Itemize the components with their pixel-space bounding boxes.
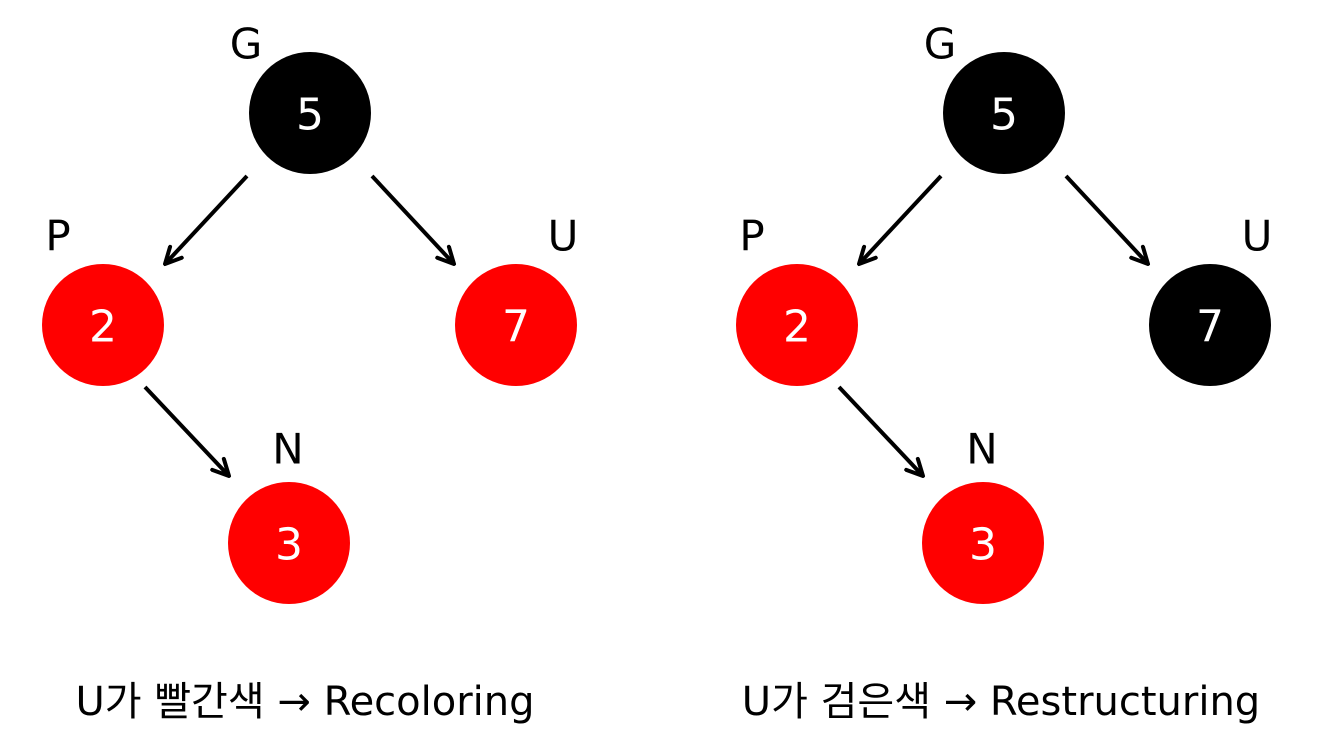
node-p-role-label: P xyxy=(739,212,764,261)
node-n-role-label: N xyxy=(272,425,303,474)
node-u-value: 7 xyxy=(1196,302,1224,353)
node-g: 5 G xyxy=(924,20,1065,174)
node-p: 2 P xyxy=(42,212,164,386)
caption-restructuring: U가 검은색 → Restructuring xyxy=(742,679,1260,725)
edge-p-to-n xyxy=(143,385,231,478)
edge-g-to-u xyxy=(370,174,456,266)
node-u-circle xyxy=(455,264,577,386)
node-u-circle xyxy=(1149,264,1271,386)
edge-g-to-u xyxy=(1064,174,1150,266)
node-p-circle xyxy=(42,264,164,386)
node-p: 2 P xyxy=(736,212,858,386)
node-n-value: 3 xyxy=(275,520,303,571)
node-n-role-label: N xyxy=(966,425,997,474)
node-p-role-label: P xyxy=(45,212,70,261)
node-n: 3 N xyxy=(228,425,350,604)
edge-g-to-p xyxy=(163,174,249,266)
edge-p-to-n xyxy=(837,385,925,478)
panel-restructuring: 5 G 2 P 7 U 3 N U가 검은색 → Restructuring xyxy=(736,20,1273,725)
node-g: 5 G xyxy=(230,20,371,174)
node-p-value: 2 xyxy=(89,302,117,353)
panel-recoloring: 5 G 2 P 7 U 3 N U가 빨간색 → Recoloring xyxy=(42,20,579,725)
node-u: 7 U xyxy=(1149,212,1273,386)
edge-g-to-p xyxy=(857,174,943,266)
node-g-value: 5 xyxy=(296,90,324,141)
node-g-value: 5 xyxy=(990,90,1018,141)
node-g-circle xyxy=(943,52,1065,174)
node-u: 7 U xyxy=(455,212,579,386)
node-g-role-label: G xyxy=(924,20,957,69)
node-u-value: 7 xyxy=(502,302,530,353)
node-n: 3 N xyxy=(922,425,1044,604)
node-n-circle xyxy=(228,482,350,604)
caption-recoloring: U가 빨간색 → Recoloring xyxy=(75,679,534,725)
node-p-circle xyxy=(736,264,858,386)
node-p-value: 2 xyxy=(783,302,811,353)
node-g-circle xyxy=(249,52,371,174)
node-u-role-label: U xyxy=(548,212,579,261)
node-g-role-label: G xyxy=(230,20,263,69)
node-n-circle xyxy=(922,482,1044,604)
node-n-value: 3 xyxy=(969,520,997,571)
node-u-role-label: U xyxy=(1242,212,1273,261)
